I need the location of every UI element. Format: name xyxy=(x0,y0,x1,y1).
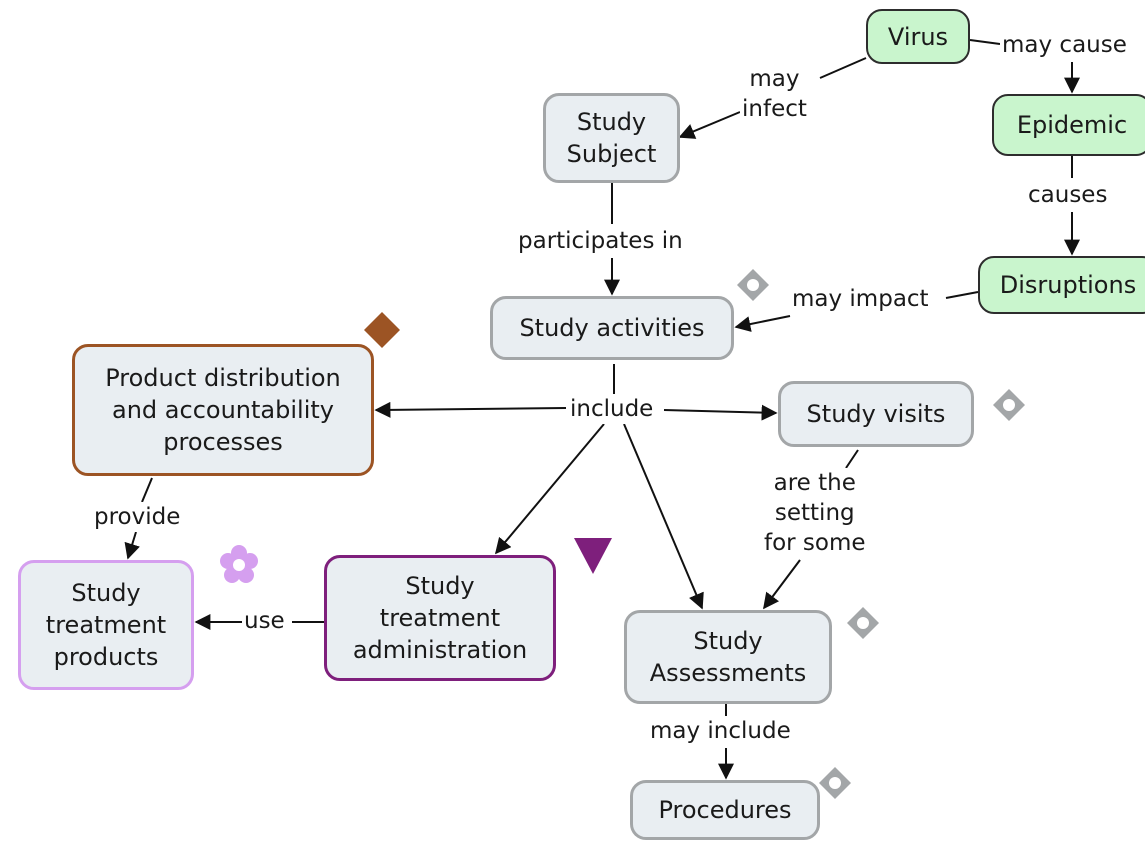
node-epidemic[interactable]: Epidemic xyxy=(992,94,1145,156)
link-are-the-setting-for-some: are the setting for some xyxy=(762,468,868,558)
link-include: include xyxy=(568,394,656,424)
purple-triangle-icon xyxy=(574,538,612,574)
grey-gear-marker-procedures-icon xyxy=(819,767,851,799)
lilac-flower-icon xyxy=(220,545,258,583)
link-participates-in: participates in xyxy=(516,226,685,256)
link-may-impact: may impact xyxy=(790,284,931,314)
link-provide: provide xyxy=(92,502,183,532)
node-study-treatment-administration[interactable]: Study treatment administration xyxy=(324,555,556,681)
grey-gear-marker-activities-icon xyxy=(737,269,769,301)
edge-may-impact-activities xyxy=(734,315,791,332)
node-study-subject[interactable]: Study Subject xyxy=(543,93,680,183)
link-may-infect: may infect xyxy=(740,64,809,124)
edge-visits-setting xyxy=(845,449,859,469)
node-study-treatment-products[interactable]: Study treatment products xyxy=(18,560,194,690)
edge-disruptions-may-impact xyxy=(945,291,979,299)
link-may-cause: may cause xyxy=(1000,30,1129,60)
edge-may-infect-subject xyxy=(678,111,741,139)
edge-include-assessments xyxy=(623,423,704,610)
edge-virus-may-cause xyxy=(969,39,1001,45)
link-may-include: may include xyxy=(648,716,793,746)
link-causes: causes xyxy=(1026,180,1110,210)
edge-include-visits xyxy=(663,404,778,421)
edge-provide-products xyxy=(124,531,140,560)
node-study-activities[interactable]: Study activities xyxy=(490,296,734,360)
edge-setting-assessments xyxy=(763,559,801,610)
edge-product-provide xyxy=(141,477,153,503)
edge-virus-may-infect xyxy=(819,57,867,79)
node-product-distribution[interactable]: Product distribution and accountability … xyxy=(72,344,374,476)
grey-gear-marker-visits-icon xyxy=(993,389,1025,421)
grey-gear-marker-assessments-icon xyxy=(847,607,879,639)
node-virus[interactable]: Virus xyxy=(866,9,970,64)
node-study-visits[interactable]: Study visits xyxy=(778,381,974,447)
brown-diamond-icon xyxy=(364,312,400,348)
node-disruptions[interactable]: Disruptions xyxy=(978,256,1145,314)
edge-include-administration xyxy=(494,423,605,555)
node-study-assessments[interactable]: Study Assessments xyxy=(624,610,832,704)
node-procedures[interactable]: Procedures xyxy=(630,780,820,840)
link-use: use xyxy=(242,606,287,636)
edge-include-product-distribution xyxy=(374,401,567,418)
